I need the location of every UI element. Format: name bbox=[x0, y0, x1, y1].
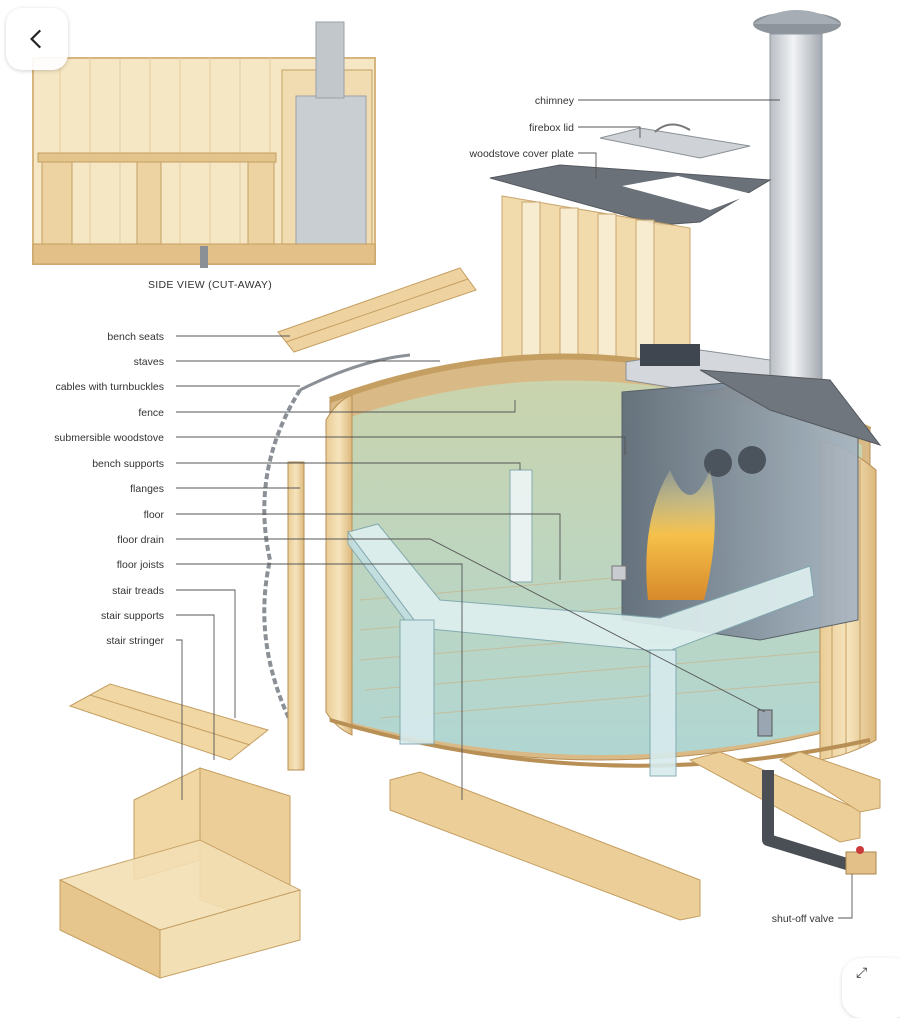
label-stair-supports: stair supports bbox=[101, 610, 164, 622]
flange-post bbox=[287, 461, 305, 771]
expand-icon: ⤢ bbox=[856, 964, 868, 980]
inset-bench bbox=[37, 152, 277, 163]
woodstove-cover-plate bbox=[489, 164, 772, 226]
inset-bench-support-mid bbox=[136, 161, 162, 247]
label-woodstove-cover-plate: woodstove cover plate bbox=[469, 148, 575, 160]
labels: chimney firebox lid woodstove cover plat… bbox=[54, 95, 834, 925]
label-submersible-woodstove: submersible woodstove bbox=[54, 432, 164, 444]
label-stair-stringer: stair stringer bbox=[106, 635, 164, 647]
drain-pipe bbox=[762, 770, 877, 875]
floor-joists bbox=[389, 751, 881, 921]
hot-tub-diagram: SIDE VIEW (CUT-AWAY) bbox=[32, 10, 882, 979]
firebox-lid bbox=[599, 123, 751, 159]
stair-tread-plank bbox=[68, 683, 270, 761]
label-floor-joists: floor joists bbox=[117, 559, 164, 571]
cable-with-turnbuckles bbox=[262, 353, 411, 741]
label-firebox-lid: firebox lid bbox=[529, 122, 574, 134]
firebox-opening bbox=[640, 344, 700, 366]
expand-button[interactable]: ⤢ bbox=[842, 958, 900, 1018]
bench-seat-plank bbox=[277, 267, 477, 353]
chimney-assembly bbox=[753, 10, 841, 409]
shutoff-valve-body bbox=[845, 851, 877, 875]
bench-support-front-left bbox=[399, 619, 435, 745]
label-chimney: chimney bbox=[535, 95, 575, 107]
bench-support-front-right bbox=[649, 649, 677, 777]
staves-left bbox=[325, 394, 353, 736]
inset-drain bbox=[200, 246, 208, 268]
leader-lines bbox=[176, 99, 853, 919]
inset-caption: SIDE VIEW (CUT-AWAY) bbox=[148, 279, 272, 291]
inset-bench-support-right bbox=[247, 161, 275, 247]
label-stair-treads: stair treads bbox=[112, 585, 164, 597]
stair-assembly bbox=[58, 767, 302, 979]
label-bench-supports: bench supports bbox=[92, 458, 164, 470]
bench-support-back bbox=[509, 469, 533, 583]
label-floor: floor bbox=[144, 509, 165, 521]
label-cables: cables with turnbuckles bbox=[55, 381, 164, 393]
side-view-inset: SIDE VIEW (CUT-AWAY) bbox=[32, 21, 376, 291]
label-bench-seats: bench seats bbox=[107, 331, 164, 343]
bench bbox=[347, 469, 815, 777]
label-shutoff-valve: shut-off valve bbox=[772, 913, 834, 925]
inset-chimney bbox=[315, 21, 345, 99]
stove-top-plate bbox=[699, 369, 882, 446]
floor-drain bbox=[757, 709, 773, 737]
inset-stove bbox=[295, 95, 367, 247]
label-floor-drain: floor drain bbox=[117, 534, 164, 546]
inset-bench-support-left bbox=[41, 161, 73, 247]
label-staves: staves bbox=[134, 356, 164, 368]
chimney-pipe bbox=[769, 33, 823, 403]
label-flanges: flanges bbox=[130, 483, 164, 495]
back-button[interactable] bbox=[6, 8, 68, 70]
chevron-left-icon bbox=[30, 29, 42, 49]
label-fence: fence bbox=[138, 407, 164, 419]
flame bbox=[646, 470, 715, 600]
